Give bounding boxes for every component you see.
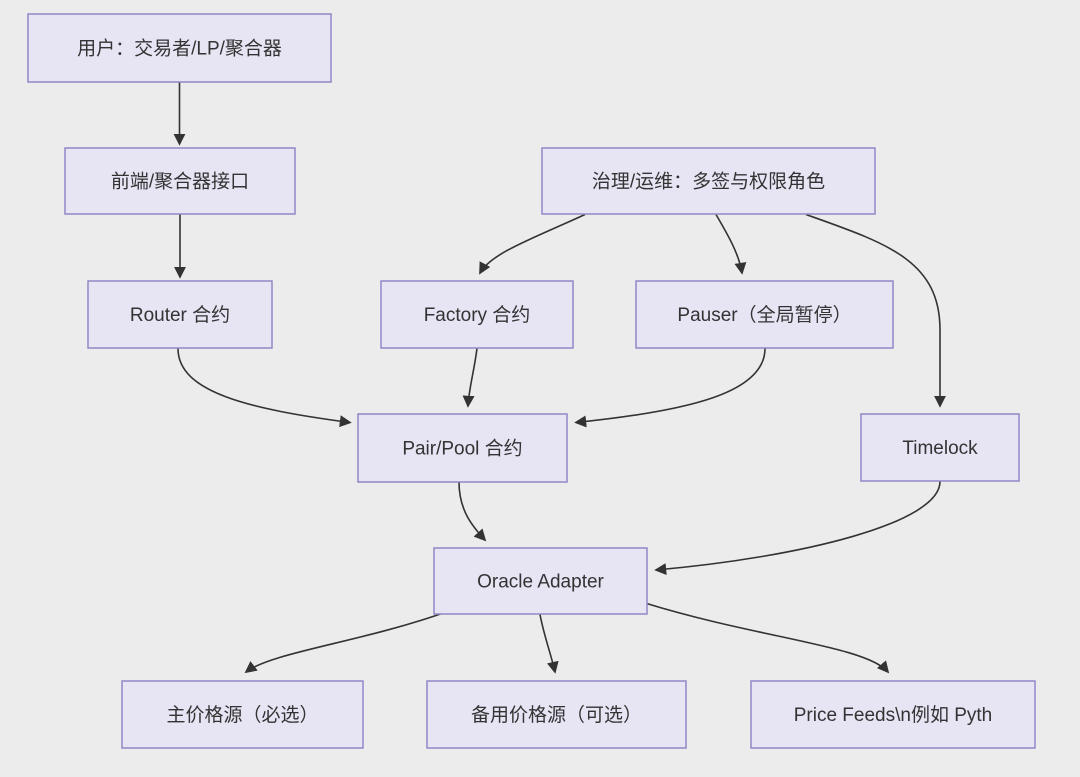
node-pairpool-label: Pair/Pool 合约: [402, 438, 522, 460]
node-frontend-box: [64, 147, 296, 215]
node-primary-feed-label: 主价格源（必选）: [166, 704, 318, 726]
edge-governance-to-factory: [479, 213, 586, 275]
edge-layer: [173, 82, 946, 674]
edge-router-to-pairpool: [177, 348, 352, 428]
edge-pauser-to-pairpool: [574, 348, 766, 428]
node-router-box: [87, 280, 273, 349]
node-governance: 治理/运维：多签与权限角色: [541, 147, 876, 215]
node-backup-feed-box: [426, 680, 687, 749]
node-pairpool-box: [357, 413, 568, 483]
node-backup-feed: 备用价格源（可选）: [426, 680, 687, 749]
node-user-label: 用户：交易者/LP/聚合器: [77, 38, 282, 60]
node-oracle-label: Oracle Adapter: [477, 572, 604, 593]
node-pairpool: Pair/Pool 合约: [357, 413, 568, 483]
edge-oracle-to-feeds: [644, 602, 890, 674]
node-factory-label: Factory 合约: [424, 304, 531, 326]
node-layer: 用户：交易者/LP/聚合器 前端/聚合器接口 治理/运维：多签与权限角色 Rou…: [27, 13, 1036, 749]
edge-governance-to-timelock: [805, 213, 946, 408]
node-price-feeds-label: Price Feeds\n例如 Pyth: [794, 704, 993, 726]
node-timelock: Timelock: [860, 413, 1020, 482]
edge-pairpool-to-oracle: [458, 481, 487, 542]
node-router: Router 合约: [87, 280, 273, 349]
node-router-label: Router 合约: [130, 304, 230, 326]
node-factory-box: [380, 280, 574, 349]
node-user: 用户：交易者/LP/聚合器: [27, 13, 332, 83]
edge-timelock-to-oracle: [654, 481, 941, 576]
node-factory: Factory 合约: [380, 280, 574, 349]
node-governance-box: [541, 147, 876, 215]
node-oracle: Oracle Adapter: [433, 547, 648, 615]
edge-oracle-to-primary: [244, 610, 450, 674]
node-pauser: Pauser（全局暂停）: [635, 280, 894, 349]
node-timelock-label: Timelock: [902, 438, 978, 459]
node-frontend-label: 前端/聚合器接口: [111, 171, 249, 193]
edge-governance-to-pauser: [715, 214, 747, 275]
node-price-feeds-box: [750, 680, 1036, 749]
node-primary-feed-box: [121, 680, 364, 749]
node-price-feeds: Price Feeds\n例如 Pyth: [750, 680, 1036, 749]
node-primary-feed: 主价格源（必选）: [121, 680, 364, 749]
node-pauser-label: Pauser（全局暂停）: [677, 304, 851, 326]
node-pauser-box: [635, 280, 894, 349]
edge-oracle-to-backup: [539, 614, 559, 674]
node-governance-label: 治理/运维：多签与权限角色: [592, 171, 825, 193]
node-timelock-box: [860, 413, 1020, 482]
edge-factory-to-pairpool: [462, 348, 478, 408]
node-frontend: 前端/聚合器接口: [64, 147, 296, 215]
node-oracle-box: [433, 547, 648, 615]
node-user-box: [27, 13, 332, 83]
node-backup-feed-label: 备用价格源（可选）: [471, 704, 642, 726]
